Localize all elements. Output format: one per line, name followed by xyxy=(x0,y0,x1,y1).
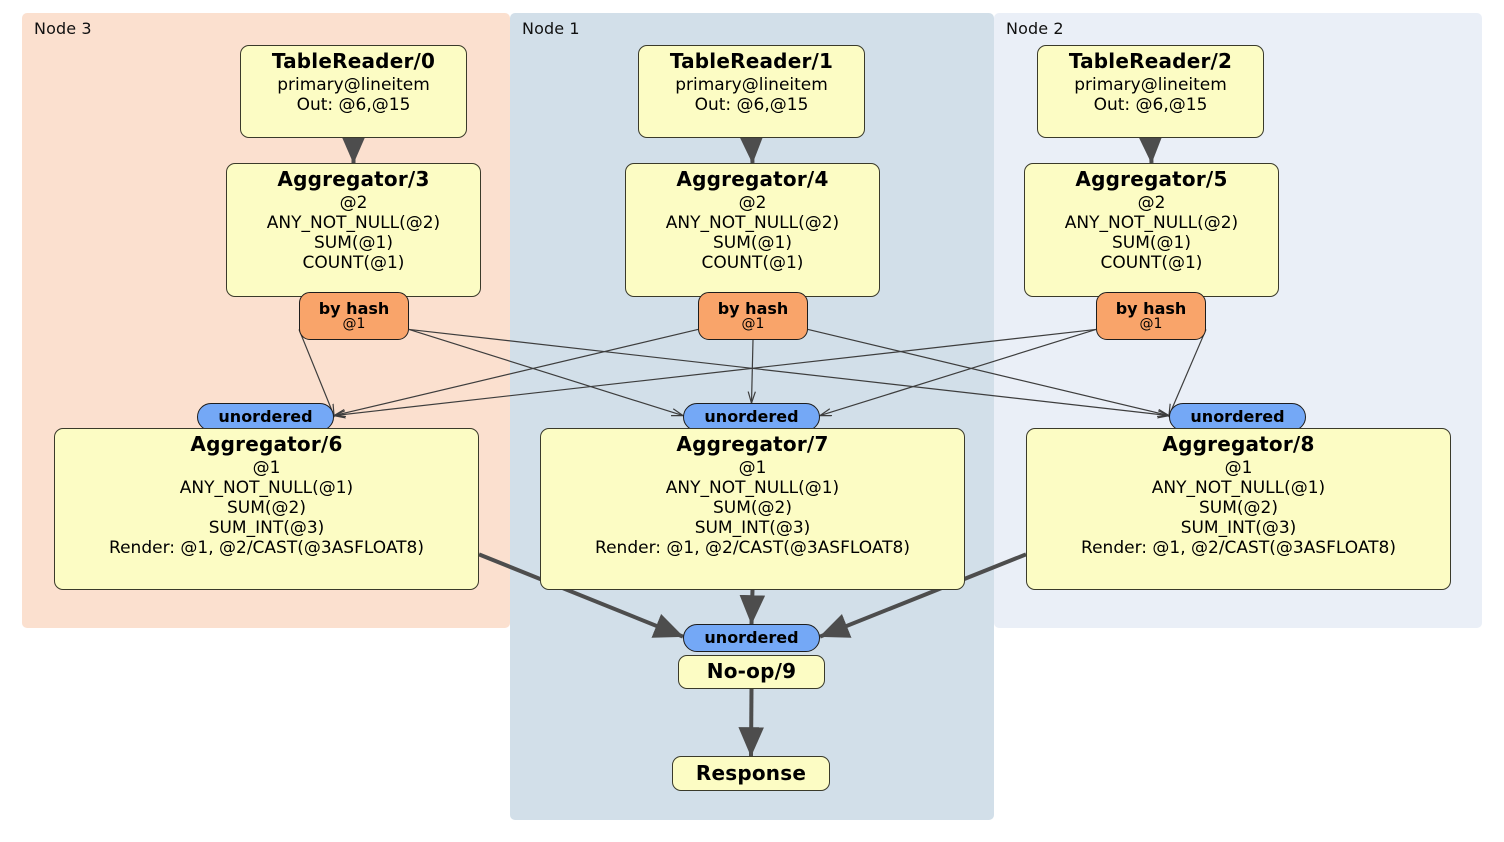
node-detail-3: COUNT(@1) xyxy=(302,253,405,274)
node-detail-4: Render: @1, @2/CAST(@3ASFLOAT8) xyxy=(595,538,910,559)
node-detail-2: SUM(@2) xyxy=(713,498,792,519)
node-unordered7[interactable]: unordered xyxy=(683,403,820,431)
node-title: No-op/9 xyxy=(706,659,797,684)
node-detail-0: primary@lineitem xyxy=(1074,74,1227,95)
node-title: Aggregator/4 xyxy=(676,167,829,191)
node-detail-1: ANY_NOT_NULL(@1) xyxy=(665,477,840,498)
node-sublabel: @1 xyxy=(1139,316,1163,333)
node-byhash3[interactable]: by hash@1 xyxy=(299,292,409,340)
node-detail-2: SUM(@2) xyxy=(1199,498,1278,519)
node-detail-3: COUNT(@1) xyxy=(1100,253,1203,274)
node-detail-0: @1 xyxy=(1224,457,1253,478)
node-detail-0: primary@lineitem xyxy=(277,74,430,95)
node-title: Aggregator/3 xyxy=(277,167,430,191)
node-label: unordered xyxy=(704,628,799,648)
node-label: by hash xyxy=(717,298,789,318)
node-detail-2: SUM(@1) xyxy=(1112,233,1191,254)
cluster-label-node-3: Node 3 xyxy=(34,19,92,38)
node-detail-0: @1 xyxy=(252,457,281,478)
node-response[interactable]: Response xyxy=(672,756,830,791)
node-unordered9[interactable]: unordered xyxy=(683,624,820,652)
node-label: by hash xyxy=(318,298,390,318)
node-detail-3: SUM_INT(@3) xyxy=(208,518,325,539)
node-detail-1: ANY_NOT_NULL(@2) xyxy=(1064,212,1239,233)
node-label: unordered xyxy=(218,407,313,427)
node-label: unordered xyxy=(704,407,799,427)
node-byhash5[interactable]: by hash@1 xyxy=(1096,292,1206,340)
node-title: Aggregator/8 xyxy=(1162,432,1315,456)
node-unordered6[interactable]: unordered xyxy=(197,403,334,431)
node-detail-2: SUM(@1) xyxy=(713,233,792,254)
node-title: Aggregator/6 xyxy=(190,432,343,456)
node-title: Aggregator/7 xyxy=(676,432,829,456)
node-unordered8[interactable]: unordered xyxy=(1169,403,1306,431)
node-detail-2: SUM(@1) xyxy=(314,233,393,254)
node-byhash4[interactable]: by hash@1 xyxy=(698,292,808,340)
node-detail-1: ANY_NOT_NULL(@2) xyxy=(665,212,840,233)
node-detail-3: COUNT(@1) xyxy=(701,253,804,274)
node-detail-0: primary@lineitem xyxy=(675,74,828,95)
node-detail-0: @2 xyxy=(738,192,767,213)
node-detail-3: SUM_INT(@3) xyxy=(1180,518,1297,539)
cluster-label-node-2: Node 2 xyxy=(1006,19,1064,38)
node-detail-1: ANY_NOT_NULL(@2) xyxy=(266,212,441,233)
node-detail-0: @2 xyxy=(339,192,368,213)
node-detail-1: ANY_NOT_NULL(@1) xyxy=(1151,477,1326,498)
node-title: TableReader/2 xyxy=(1068,49,1233,73)
node-noop9[interactable]: No-op/9 xyxy=(678,655,825,689)
node-detail-1: Out: @6,@15 xyxy=(694,94,809,115)
node-sublabel: @1 xyxy=(342,316,366,333)
node-title: Aggregator/5 xyxy=(1075,167,1228,191)
node-title: TableReader/0 xyxy=(271,49,436,73)
node-detail-4: Render: @1, @2/CAST(@3ASFLOAT8) xyxy=(109,538,424,559)
node-detail-1: ANY_NOT_NULL(@1) xyxy=(179,477,354,498)
node-detail-0: @2 xyxy=(1137,192,1166,213)
node-detail-1: Out: @6,@15 xyxy=(1093,94,1208,115)
node-detail-2: SUM(@2) xyxy=(227,498,306,519)
node-title: Response xyxy=(695,760,807,785)
node-detail-1: Out: @6,@15 xyxy=(296,94,411,115)
node-title: TableReader/1 xyxy=(669,49,834,73)
node-detail-4: Render: @1, @2/CAST(@3ASFLOAT8) xyxy=(1081,538,1396,559)
node-label: by hash xyxy=(1115,298,1187,318)
node-sublabel: @1 xyxy=(741,316,765,333)
cluster-label-node-1: Node 1 xyxy=(522,19,580,38)
node-label: unordered xyxy=(1190,407,1285,427)
node-detail-3: SUM_INT(@3) xyxy=(694,518,811,539)
node-detail-0: @1 xyxy=(738,457,767,478)
